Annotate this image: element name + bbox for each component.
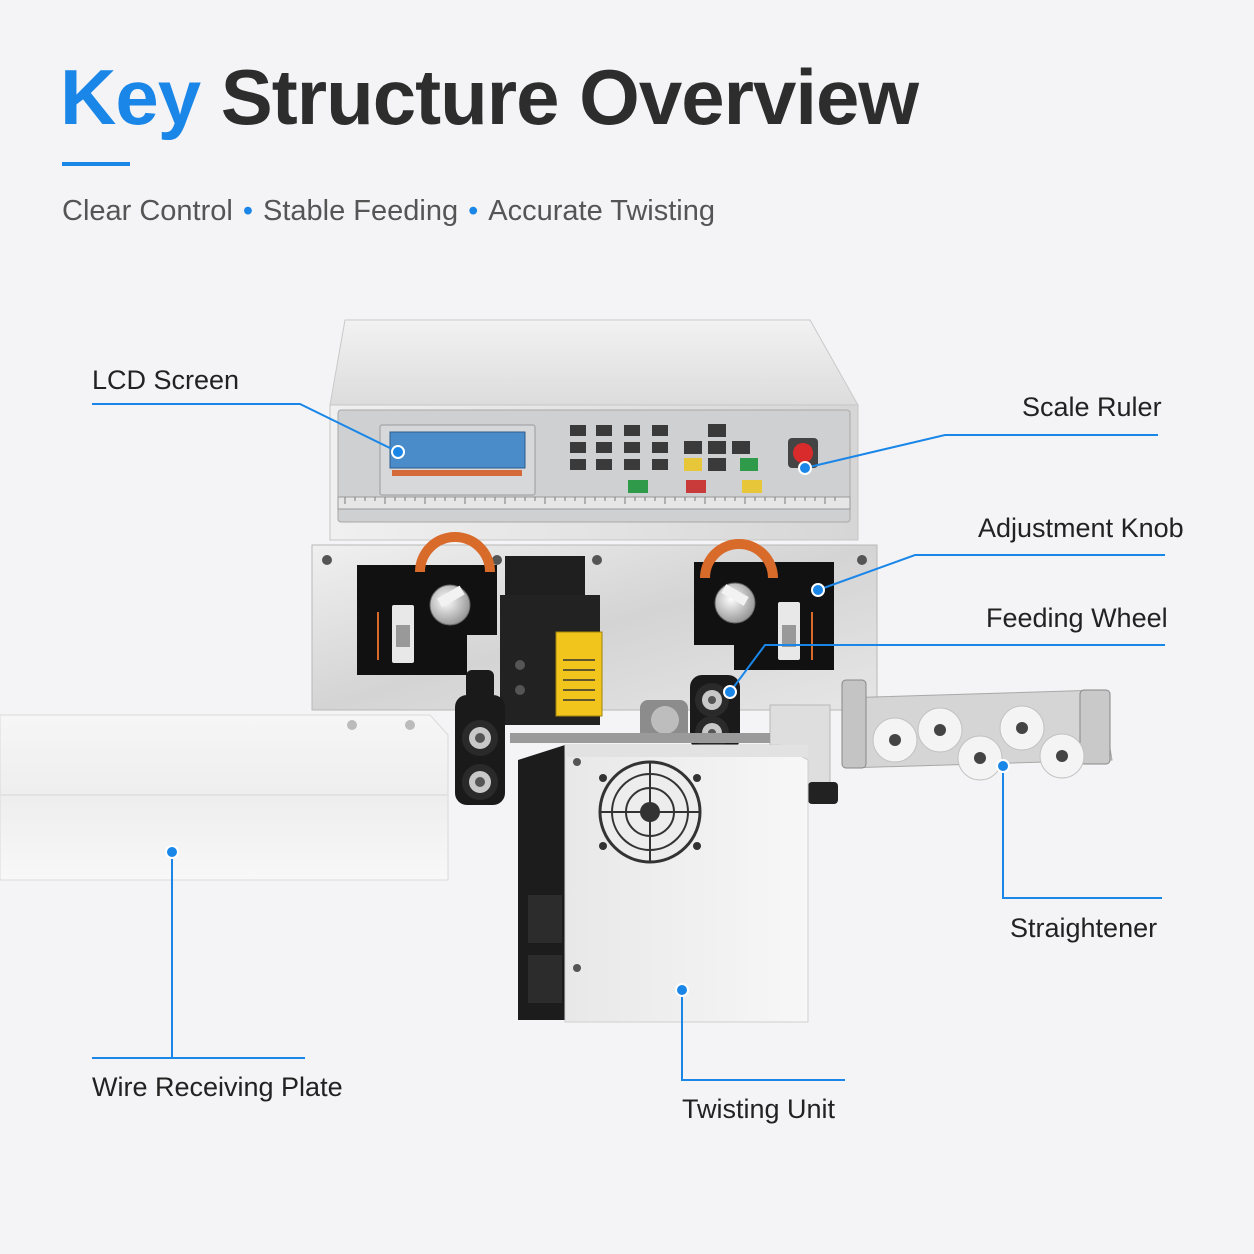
cutter-block — [500, 556, 603, 725]
callout-straightener: Straightener — [1010, 913, 1158, 943]
straightener-dot — [996, 759, 1010, 773]
emergency-stop-icon — [793, 443, 813, 463]
lcd-screen-dot — [391, 445, 405, 459]
title-accent: Key — [60, 53, 201, 141]
left-feeding-rollers — [455, 670, 505, 805]
adjustment-knob-icon — [714, 582, 756, 624]
keypad — [570, 424, 750, 471]
scale-ruler-dot — [798, 461, 812, 475]
control-panel — [337, 409, 851, 523]
callout-lines — [92, 403, 1165, 1081]
callout-twisting-unit: Twisting Unit — [682, 1094, 836, 1124]
twisting-unit — [518, 744, 809, 1023]
bullet-icon: • — [242, 195, 253, 227]
feeding-wheel-dot — [723, 685, 737, 699]
subtitle: Clear Control • Stable Feeding • Accurate Tw… — [62, 195, 715, 228]
wire-receiving-plate-dot — [165, 845, 179, 859]
title-underline — [62, 162, 130, 166]
subtitle-item-1: Clear Control — [62, 195, 233, 227]
function-keys — [628, 458, 762, 493]
twisting-unit-dot — [675, 983, 689, 997]
callout-scale-ruler: Scale Ruler — [1022, 392, 1162, 422]
left-adjustment-window — [357, 532, 497, 675]
callout-feeding-wheel: Feeding Wheel — [986, 603, 1168, 633]
adjustment-knob-dot — [811, 583, 825, 597]
title-rest: Structure Overview — [220, 53, 919, 141]
lcd-screen — [389, 431, 526, 469]
scale-ruler — [337, 496, 851, 510]
straightener — [808, 679, 1113, 804]
callout-wire-receiving-plate: Wire Receiving Plate — [92, 1072, 343, 1102]
wire-receiving-plate — [0, 714, 449, 881]
subtitle-item-2: Stable Feeding — [263, 195, 459, 227]
callout-lcd-screen: LCD Screen — [92, 365, 240, 395]
callout-adjustment-knob: Adjustment Knob — [978, 513, 1184, 543]
page-title: Key Structure Overview — [60, 52, 919, 143]
bullet-icon: • — [468, 195, 479, 227]
subtitle-item-3: Accurate Twisting — [488, 195, 715, 227]
